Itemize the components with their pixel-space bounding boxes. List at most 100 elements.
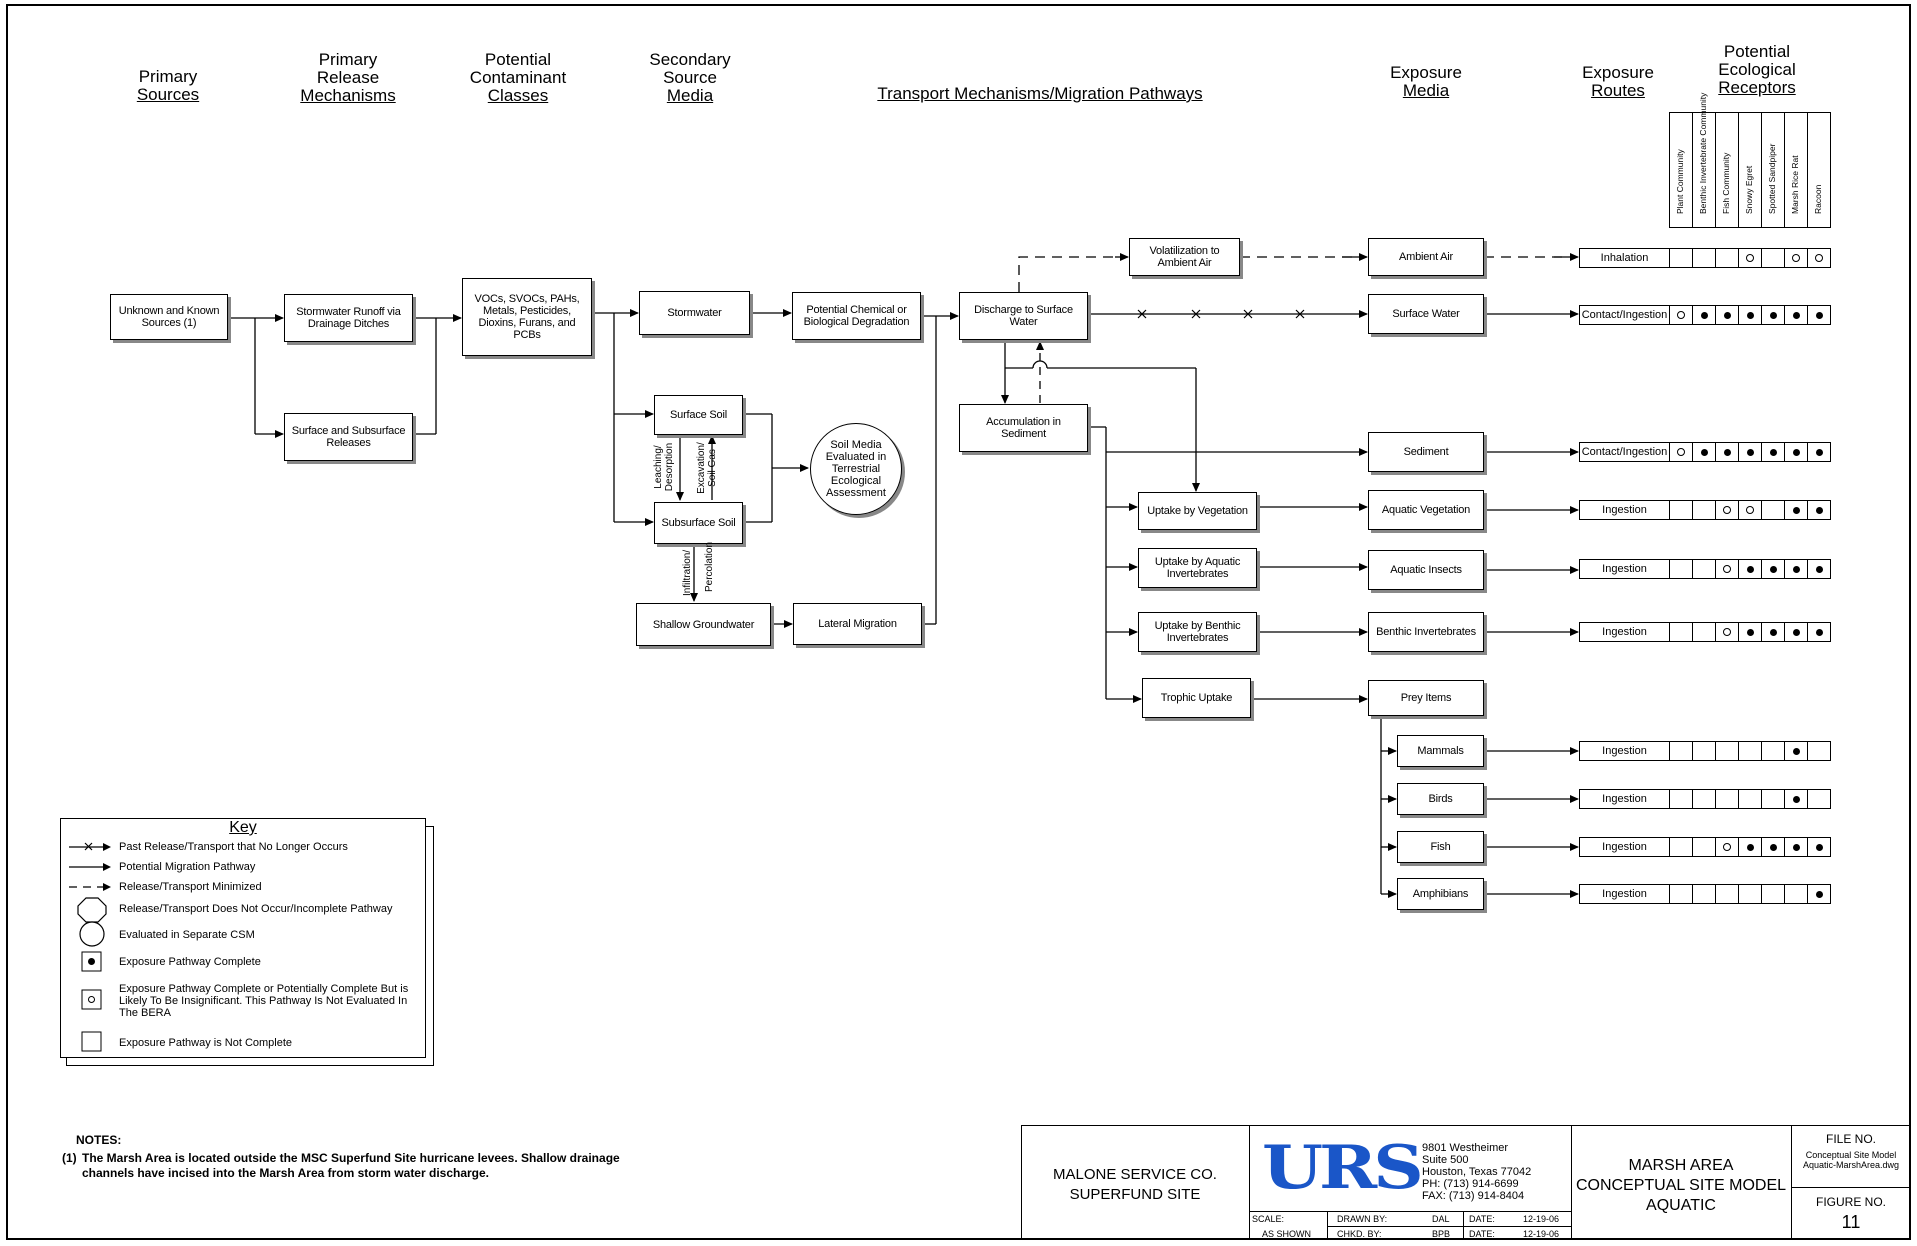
filled-dot-icon <box>1815 565 1823 573</box>
key-x-arrow-icon <box>69 842 111 851</box>
matrix-cell <box>1692 248 1716 268</box>
open-dot-icon <box>1746 506 1754 514</box>
matrix-cell <box>1784 789 1808 809</box>
urs-logo: URS <box>1262 1131 1424 1203</box>
box-contaminant-list: VOCs, SVOCs, PAHs, Metals, Pesticides, D… <box>462 278 592 356</box>
route-mammals: Ingestion <box>1579 741 1670 761</box>
open-dot-icon <box>1723 628 1731 636</box>
office-address: 9801 Westheimer Suite 500 Houston, Texas… <box>1422 1142 1532 1202</box>
header-transport: Transport Mechanisms/Migration Pathways <box>877 84 1203 103</box>
matrix-cell <box>1715 305 1739 325</box>
header-exposure-routes: Exposure Routes <box>1582 63 1654 100</box>
box-amphibians: Amphibians <box>1397 878 1484 910</box>
matrix-cell <box>1738 248 1762 268</box>
matrix-cell <box>1692 884 1716 904</box>
matrix-cell <box>1669 305 1693 325</box>
box-birds: Birds <box>1397 783 1484 815</box>
drawing-title: MARSH AREA CONCEPTUAL SITE MODEL AQUATIC <box>1575 1157 1787 1214</box>
route-benthic_invertebrates: Ingestion <box>1579 622 1670 642</box>
matrix-cell <box>1715 789 1739 809</box>
box-trophic-uptake: Trophic Uptake <box>1142 678 1251 718</box>
filled-dot-icon <box>1815 843 1823 851</box>
scale-label: SCALE: <box>1252 1214 1285 1224</box>
matrix-cell <box>1784 305 1808 325</box>
receptor-label: Marsh Rice Rat <box>1790 155 1800 214</box>
key-octagon-icon <box>77 897 107 923</box>
key-dashed-arrow-icon <box>69 883 111 891</box>
matrix-cell <box>1807 305 1831 325</box>
box-fish: Fish <box>1397 831 1484 863</box>
matrix-cell <box>1669 837 1693 857</box>
header-receptors: Potential Ecological Receptors <box>1718 42 1796 97</box>
matrix-cell <box>1669 741 1693 761</box>
open-dot-icon <box>1746 254 1754 262</box>
matrix-cell <box>1784 884 1808 904</box>
matrix-cell <box>1761 622 1785 642</box>
box-subsurface-soil: Subsurface Soil <box>654 502 743 544</box>
filled-dot-icon <box>1700 311 1708 319</box>
matrix-cell <box>1738 622 1762 642</box>
matrix-cell <box>1669 500 1693 520</box>
key-open-dot-icon <box>81 989 102 1010</box>
route-aquatic_insects: Ingestion <box>1579 559 1670 579</box>
open-dot-icon <box>1723 843 1731 851</box>
matrix-cell <box>1761 305 1785 325</box>
matrix-cell <box>1761 442 1785 462</box>
matrix-cell <box>1715 248 1739 268</box>
label-leaching: Leaching/ Desorption <box>653 442 675 492</box>
box-discharge: Discharge to Surface Water <box>959 292 1088 340</box>
filled-dot-icon <box>1769 843 1777 851</box>
box-prey-items: Prey Items <box>1368 680 1484 716</box>
matrix-cell <box>1761 789 1785 809</box>
matrix-cell <box>1669 622 1693 642</box>
figure-number: FIGURE NO. 11 <box>1815 1195 1886 1232</box>
matrix-cell <box>1761 248 1785 268</box>
filled-dot-icon <box>1815 506 1823 514</box>
matrix-cell <box>1761 837 1785 857</box>
matrix-cell <box>1692 837 1716 857</box>
filled-dot-icon <box>1746 311 1754 319</box>
filled-dot-icon <box>1815 311 1823 319</box>
receptor-label: Spotted Sandpiper <box>1767 143 1777 214</box>
matrix-cell <box>1715 559 1739 579</box>
matrix-cell <box>1784 500 1808 520</box>
receptor-label: Snowy Egret <box>1744 165 1754 214</box>
drawn-by-value: DAL <box>1432 1214 1450 1224</box>
box-aquatic-insects: Aquatic Insects <box>1368 550 1484 590</box>
box-surface-water: Surface Water <box>1368 294 1484 334</box>
matrix-cell <box>1807 837 1831 857</box>
receptor-column-1: Plant Community <box>1669 112 1693 228</box>
matrix-cell <box>1807 622 1831 642</box>
matrix-cell <box>1761 500 1785 520</box>
matrix-cell <box>1738 837 1762 857</box>
box-lateral-migration: Lateral Migration <box>793 603 922 645</box>
dashed-to-volatilization <box>1018 256 1127 292</box>
box-unknown-sources: Unknown and Known Sources (1) <box>110 294 228 340</box>
matrix-cell <box>1761 559 1785 579</box>
receptor-column-5: Spotted Sandpiper <box>1761 112 1785 228</box>
matrix-cell <box>1715 884 1739 904</box>
matrix-cell <box>1807 248 1831 268</box>
header-primary-sources: Primary Sources <box>136 67 200 104</box>
open-dot-icon <box>1723 565 1731 573</box>
matrix-cell <box>1715 837 1739 857</box>
filled-dot-icon <box>1746 843 1754 851</box>
box-uptake-aquatic-inv: Uptake by Aquatic Invertebrates <box>1138 548 1257 588</box>
matrix-cell <box>1784 442 1808 462</box>
note-number: (1) <box>62 1151 77 1165</box>
receptor-column-6: Marsh Rice Rat <box>1784 112 1808 228</box>
file-number: FILE NO. Conceptual Site Model Aquatic-M… <box>1802 1132 1900 1170</box>
matrix-cell <box>1761 741 1785 761</box>
box-mammals: Mammals <box>1397 735 1484 767</box>
matrix-cell <box>1807 442 1831 462</box>
matrix-cell <box>1692 559 1716 579</box>
open-dot-icon <box>1815 254 1823 262</box>
route-fish: Ingestion <box>1579 837 1670 857</box>
key-empty-square-icon <box>81 1031 102 1052</box>
box-shallow-groundwater: Shallow Groundwater <box>636 603 771 646</box>
matrix-cell <box>1692 741 1716 761</box>
route-surface_water: Contact/Ingestion <box>1579 305 1670 325</box>
receptor-label: Benthic Invertebrate Community <box>1698 92 1708 214</box>
filled-dot-icon <box>1792 747 1800 755</box>
date-value-2: 12-19-06 <box>1523 1229 1560 1239</box>
